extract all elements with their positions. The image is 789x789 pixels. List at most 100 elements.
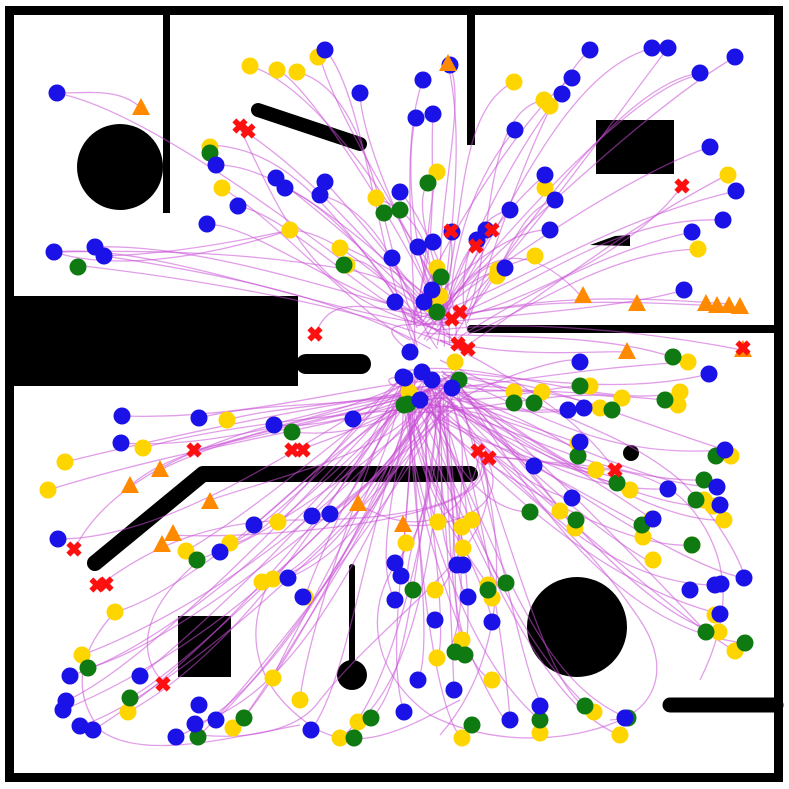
triangle-icon <box>201 492 219 509</box>
blue-agent <box>407 109 425 127</box>
triangle-icon <box>720 296 738 313</box>
trajectory <box>423 331 673 358</box>
blue-agent <box>691 64 709 82</box>
yellow-agent <box>453 729 471 747</box>
triangle-icon <box>164 524 182 541</box>
green-agent <box>362 709 380 727</box>
blue-agent <box>383 249 401 267</box>
trajectory <box>47 402 409 491</box>
trajectory <box>284 187 418 347</box>
blue-agent <box>683 223 701 241</box>
blue-agent <box>409 238 427 256</box>
cross-icon <box>240 123 256 139</box>
blue-agent <box>675 281 693 299</box>
blue-agent <box>279 569 297 587</box>
yellow-agent <box>710 623 728 641</box>
green-agent <box>656 391 674 409</box>
yellow-agent <box>429 513 447 531</box>
blue-agent <box>711 605 729 623</box>
yellow-agent <box>541 97 559 115</box>
blue-agent <box>563 69 581 87</box>
trajectory <box>114 370 407 613</box>
yellow-agent <box>715 511 733 529</box>
blue-agent <box>525 457 543 475</box>
trajectory <box>459 199 556 318</box>
trajectory <box>370 392 443 719</box>
triangle-icon <box>151 460 169 477</box>
blue-agent <box>190 409 208 427</box>
trajectory <box>439 301 741 321</box>
cross-icon <box>607 462 623 478</box>
yellow-agent <box>39 481 57 499</box>
blue-agent <box>443 379 461 397</box>
trajectory <box>59 250 441 321</box>
yellow-agent <box>106 603 124 621</box>
triangle-icon <box>618 342 636 359</box>
blue-agent <box>571 353 589 371</box>
cross-icon <box>452 304 468 320</box>
blue-agent <box>401 343 419 361</box>
yellow-agent <box>671 383 689 401</box>
cross-icon <box>468 238 484 254</box>
blue-agent <box>711 496 729 514</box>
blue-agent <box>391 183 409 201</box>
blue-agent <box>536 166 554 184</box>
blue-agent <box>700 365 718 383</box>
yellow-agent <box>281 221 299 239</box>
trajectory <box>458 376 726 451</box>
yellow-agent <box>483 671 501 689</box>
green-agent <box>571 377 589 395</box>
green-agent <box>603 401 621 419</box>
blue-agent <box>409 671 427 689</box>
blue-agent <box>49 530 67 548</box>
blue-agent <box>386 293 404 311</box>
blue-agent <box>571 433 589 451</box>
trajectory <box>239 127 441 331</box>
blue-agent <box>735 569 753 587</box>
wall-segment <box>251 103 367 151</box>
blue-agent <box>559 401 577 419</box>
blue-agent <box>198 215 216 233</box>
green-agent <box>432 268 450 286</box>
trajectory <box>415 190 737 320</box>
yellow-agent <box>679 353 697 371</box>
blue-agent <box>616 709 634 727</box>
blue-agent <box>701 138 719 156</box>
trajectory <box>447 400 469 598</box>
yellow-agent <box>349 713 367 731</box>
trajectory <box>433 376 653 520</box>
trajectory <box>385 394 404 601</box>
blue-agent <box>167 728 185 746</box>
cross-icon <box>460 341 476 357</box>
cross-icon <box>484 222 500 238</box>
trajectory <box>428 384 455 691</box>
blue-agent <box>54 701 72 719</box>
blue-agent <box>659 39 677 57</box>
yellow-agent <box>531 724 549 742</box>
trajectory <box>467 248 699 336</box>
blue-agent <box>302 721 320 739</box>
yellow-agent <box>241 57 259 75</box>
green-agent <box>235 709 253 727</box>
trajectory <box>243 372 436 719</box>
trajectory <box>314 305 441 335</box>
blue-agent <box>229 197 247 215</box>
triangle-icon <box>697 294 715 311</box>
blue-agent <box>131 667 149 685</box>
trajectory <box>410 395 595 713</box>
trajectory <box>194 377 456 725</box>
yellow-agent <box>264 570 282 588</box>
green-agent <box>335 256 353 274</box>
yellow-agent <box>56 453 74 471</box>
yellow-agent <box>428 649 446 667</box>
blue-agent <box>265 416 283 434</box>
green-agent <box>121 689 139 707</box>
yellow-agent <box>669 396 687 414</box>
trajectory <box>439 359 746 579</box>
triangle-icon <box>574 286 592 303</box>
trajectory <box>458 384 720 633</box>
triangle-icon <box>349 494 367 511</box>
yellow-agent <box>213 179 231 197</box>
green-agent <box>521 503 539 521</box>
blue-agent <box>71 717 89 735</box>
